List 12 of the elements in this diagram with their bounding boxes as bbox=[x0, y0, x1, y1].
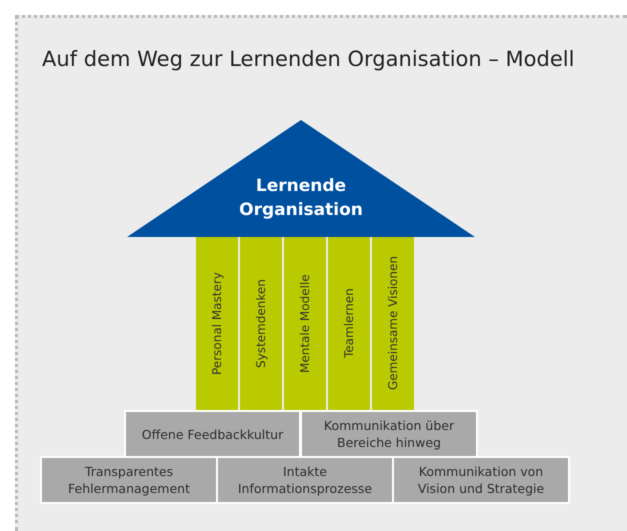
foundation-block: Kommunikation über Bereiche hinweg bbox=[300, 410, 478, 458]
foundation-block: Kommunikation von Vision und Strategie bbox=[392, 456, 570, 504]
foundation-block: Intakte Informationsprozesse bbox=[216, 456, 394, 504]
pillar: Gemeinsame Visionen bbox=[372, 237, 414, 410]
pillar: Systemdenken bbox=[240, 237, 282, 410]
pillar: Teamlernen bbox=[328, 237, 370, 410]
pillar: Personal Mastery bbox=[196, 237, 238, 410]
foundation-block: Offene Feedbackkultur bbox=[124, 410, 301, 458]
roof-label: Lernende Organisation bbox=[238, 175, 364, 222]
title: Auf dem Weg zur Lernenden Organisation – Modell bbox=[42, 46, 576, 73]
pillar: Mentale Modelle bbox=[284, 237, 326, 410]
foundation-block: Transparentes Fehlermanagement bbox=[40, 456, 218, 504]
